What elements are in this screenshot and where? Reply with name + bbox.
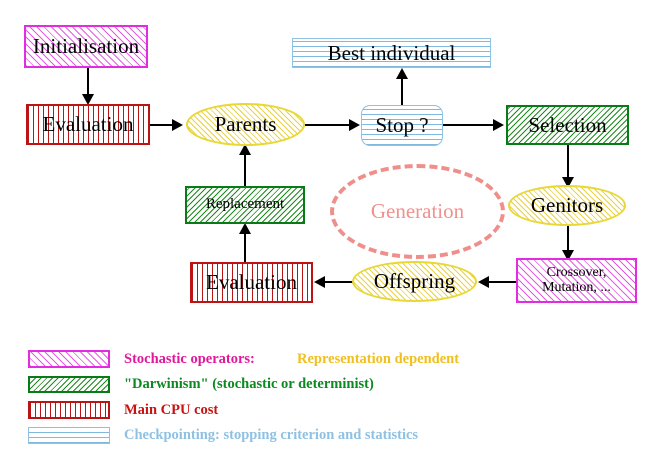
arrowhead-down-genitors-crossover [562, 250, 574, 261]
node-crossover-label-line1: Crossover, [546, 264, 607, 280]
arrowhead-up-stop-best [396, 68, 408, 79]
edge-evaluation-to-replacement [244, 228, 246, 264]
node-evaluation-top-label: Evaluation [42, 112, 134, 137]
node-replacement[interactable]: Replacement [185, 186, 305, 224]
arrowhead-right-stop-selection [493, 119, 504, 131]
legend-text-checkpointing: Checkpointing: stopping criterion and st… [124, 427, 419, 443]
node-crossover-mutation[interactable]: Crossover, Mutation, ... [516, 258, 637, 303]
edge-crossover-to-offspring [484, 281, 518, 283]
edge-offspring-to-evaluation [322, 281, 354, 283]
legend-swatch-stochastic-operators [28, 350, 110, 368]
node-evaluation-bottom-label: Evaluation [206, 270, 297, 295]
legend-swatch-checkpointing [28, 427, 110, 444]
node-parents[interactable]: Parents [186, 103, 305, 146]
legend-label-stochastic-operators: Stochastic operators: [124, 351, 255, 368]
node-initialisation[interactable]: Initialisation [24, 25, 148, 68]
arrowhead-down-selection-genitors [562, 177, 574, 188]
node-evaluation-bottom[interactable]: Evaluation [190, 262, 313, 303]
edge-initialisation-to-evaluation [87, 68, 89, 96]
legend-label-checkpointing: Checkpointing: stopping criterion and st… [124, 427, 418, 444]
edge-evaluation-to-parents [150, 124, 176, 126]
node-selection-label: Selection [528, 112, 607, 137]
legend-text-darwinism: "Darwinism" (stochastic or determinist) [124, 376, 374, 392]
arrowhead-left-crossover-offspring [478, 276, 489, 288]
node-initialisation-label: Initialisation [32, 34, 140, 59]
legend-label-main-cpu-cost: Main CPU cost [124, 402, 218, 419]
arrowhead-right-eval-parents [172, 119, 183, 131]
arrowhead-right-parents-stop [349, 119, 360, 131]
node-genitors[interactable]: Genitors [508, 185, 626, 226]
node-best-individual[interactable]: Best individual [292, 38, 491, 68]
edge-selection-to-genitors [567, 145, 569, 179]
legend-swatch-main-cpu-cost [28, 401, 110, 419]
arrowhead-up-eval-replacement [239, 223, 251, 234]
node-selection[interactable]: Selection [506, 105, 629, 145]
edge-parents-to-stop [305, 124, 355, 126]
node-offspring[interactable]: Offspring [352, 261, 477, 302]
generation-cycle-ellipse: Generation [330, 164, 505, 259]
node-crossover-label-line2: Mutation, ... [542, 279, 611, 295]
legend-text-representation-dependent: Representation dependent [297, 351, 460, 367]
edge-stop-to-selection [443, 124, 498, 126]
node-replacement-label: Replacement [205, 196, 285, 213]
legend-label-darwinism: "Darwinism" (stochastic or determinist) [124, 376, 374, 393]
legend-label-representation-dependent: Representation dependent [297, 351, 459, 368]
generation-label: Generation [370, 199, 465, 223]
node-parents-label: Parents [214, 112, 277, 137]
legend-text-stochastic-operators: Stochastic operators: [124, 351, 255, 367]
node-offspring-label: Offspring [373, 269, 456, 294]
legend-swatch-darwinism [28, 376, 110, 393]
node-genitors-label: Genitors [530, 193, 604, 218]
node-stop-label: Stop ? [375, 113, 429, 138]
node-evaluation-top[interactable]: Evaluation [26, 104, 150, 145]
edge-stop-to-best-individual [401, 70, 403, 106]
node-best-individual-label: Best individual [327, 40, 456, 65]
arrowhead-down-init-eval [82, 94, 94, 105]
legend-text-main-cpu-cost: Main CPU cost [124, 402, 219, 418]
arrowhead-up-replacement-parents [239, 144, 251, 155]
edge-genitors-to-crossover [567, 225, 569, 255]
arrowhead-left-offspring-eval [314, 276, 325, 288]
node-stop[interactable]: Stop ? [361, 105, 443, 146]
edge-replacement-to-parents [244, 150, 246, 186]
